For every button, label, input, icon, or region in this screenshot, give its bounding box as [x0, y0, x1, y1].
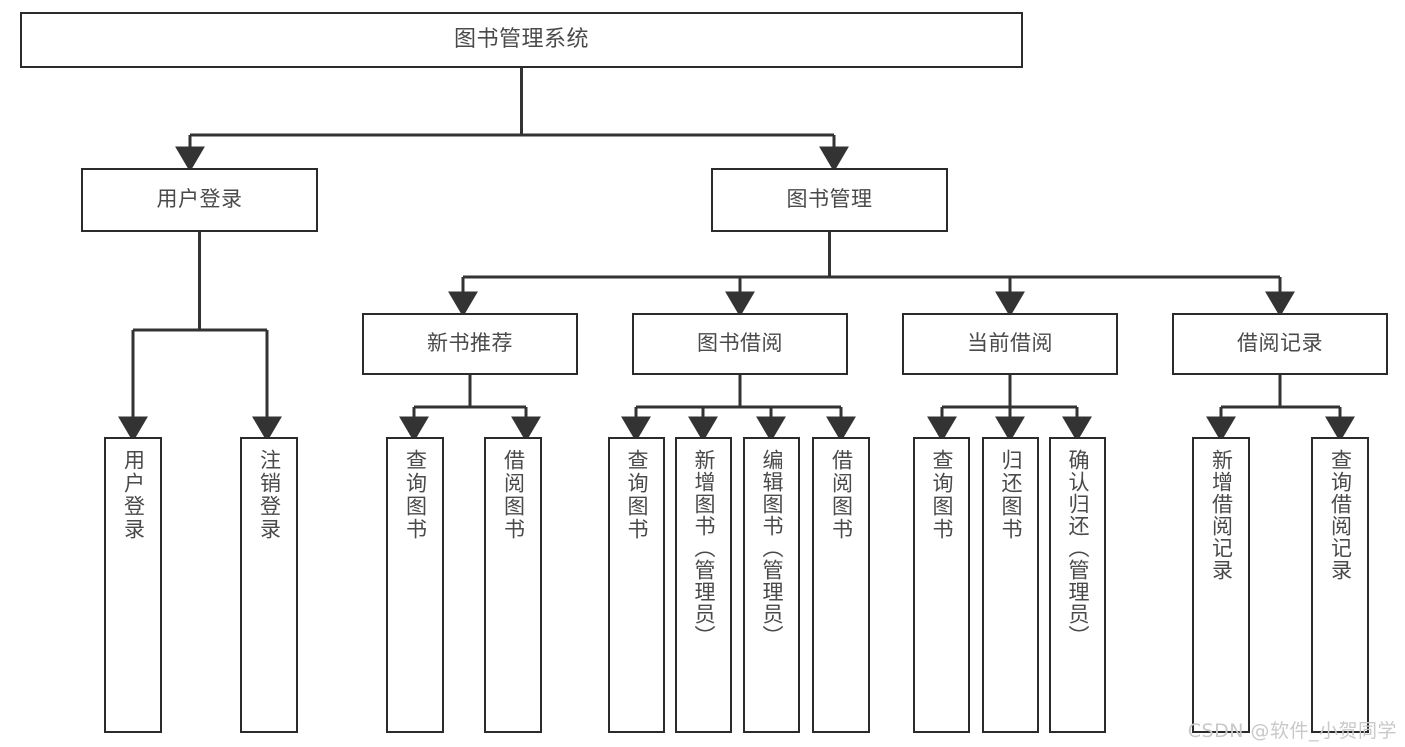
node-leaf-edit-book-admin[interactable]: 编辑图书（管理员） [743, 437, 800, 733]
node-leaf-query-book-borrow[interactable]: 查询图书 [608, 437, 665, 733]
node-leaf-query-borrow-record[interactable]: 查询借阅记录 [1311, 437, 1369, 733]
node-label: 借阅图书 [501, 449, 526, 541]
node-label: 图书管理系统 [453, 26, 589, 52]
node-label: 编辑图书（管理员） [759, 449, 784, 647]
node-label: 用户登录 [121, 449, 146, 541]
node-label: 查询借阅记录 [1328, 449, 1353, 581]
csdn-watermark: CSDN @软件_小贺同学 [1187, 720, 1397, 742]
node-leaf-add-book-admin[interactable]: 新增图书（管理员） [675, 437, 732, 733]
node-current-borrowing[interactable]: 当前借阅 [902, 313, 1118, 375]
node-label: 用户登录 [156, 187, 243, 212]
node-leaf-borrow-book[interactable]: 借阅图书 [812, 437, 870, 733]
node-label: 查询图书 [403, 449, 428, 541]
node-label: 新增图书（管理员） [691, 449, 716, 647]
node-label: 新书推荐 [427, 331, 513, 356]
node-book-borrowing[interactable]: 图书借阅 [632, 313, 848, 375]
node-leaf-confirm-return-admin[interactable]: 确认归还（管理员） [1049, 437, 1106, 733]
node-leaf-return-book[interactable]: 归还图书 [982, 437, 1039, 733]
node-label: 注销登录 [257, 449, 282, 541]
node-leaf-add-borrow-record[interactable]: 新增借阅记录 [1192, 437, 1250, 733]
node-label: 确认归还（管理员） [1065, 449, 1090, 647]
node-label: 查询图书 [624, 449, 649, 541]
node-leaf-logout[interactable]: 注销登录 [240, 437, 298, 733]
node-leaf-query-book-newbook[interactable]: 查询图书 [386, 437, 444, 733]
node-borrowing-records[interactable]: 借阅记录 [1172, 313, 1388, 375]
node-label: 图书管理 [786, 187, 873, 212]
node-leaf-borrow-book-newbook[interactable]: 借阅图书 [484, 437, 542, 733]
node-leaf-query-book-current[interactable]: 查询图书 [913, 437, 970, 733]
node-root-book-management-system[interactable]: 图书管理系统 [20, 12, 1023, 68]
node-label: 借阅图书 [829, 449, 854, 541]
node-book-management[interactable]: 图书管理 [711, 168, 948, 232]
node-leaf-user-login[interactable]: 用户登录 [104, 437, 162, 733]
node-label: 新增借阅记录 [1209, 449, 1234, 581]
node-new-book-recommendation[interactable]: 新书推荐 [362, 313, 578, 375]
node-label: 图书借阅 [697, 331, 783, 356]
node-label: 查询图书 [929, 449, 954, 541]
node-label: 借阅记录 [1237, 331, 1323, 356]
node-user-login[interactable]: 用户登录 [81, 168, 318, 232]
node-label: 当前借阅 [967, 331, 1053, 356]
node-label: 归还图书 [998, 449, 1023, 541]
